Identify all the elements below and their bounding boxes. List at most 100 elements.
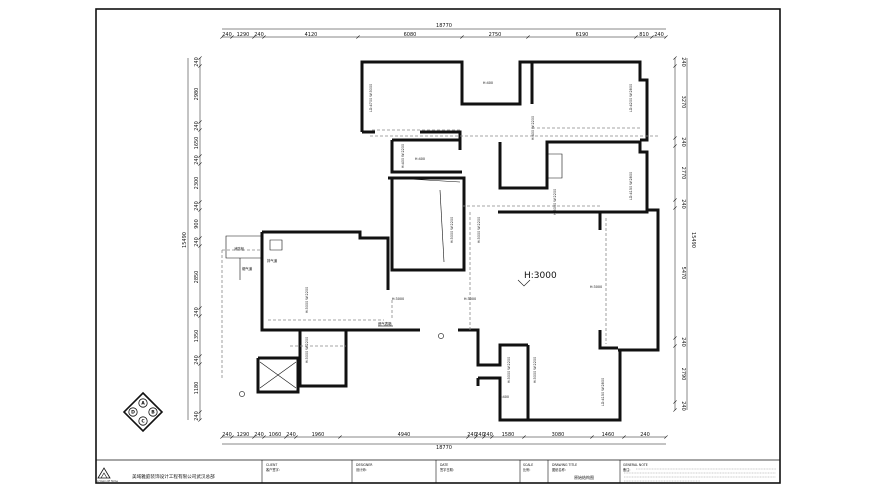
- dimension-left: 15490 240 2980 240 1650 240 2300 240 900 240 2850…: [182, 56, 202, 422]
- dim-overall-right: 15490: [690, 232, 696, 248]
- dim-value: 240: [654, 32, 664, 38]
- room-annotation: H:400: [499, 395, 509, 399]
- dim-value: 240: [194, 237, 200, 247]
- dim-value: 2790: [680, 368, 686, 381]
- dim-value: 240: [194, 355, 200, 365]
- dim-value: 240: [254, 32, 264, 38]
- room-annotation: H:3000 W:2200: [507, 357, 511, 383]
- ceiling-height-label: H:3000: [524, 271, 557, 281]
- dim-value: 240: [194, 57, 200, 67]
- company-name: 美域雅庭装饰设计工程有限公司武汉总部: [132, 473, 215, 480]
- company-logo-icon: [97, 467, 111, 479]
- scale-label-en: SCALE: [523, 463, 533, 467]
- designer-label-en: DESIGNER: [356, 463, 373, 467]
- dim-value: 1650: [194, 137, 200, 150]
- logo-text: A Vision Of Home: [97, 480, 118, 483]
- dim-value: 2300: [194, 177, 200, 190]
- compass-d: D: [131, 410, 135, 416]
- general-note-text-lines: [624, 468, 776, 482]
- drawing-title-value: 原始结构图: [574, 474, 594, 480]
- dimension-right: 15490 240 3270 240 2770 240 5470 240 2790 240: [673, 56, 696, 412]
- dim-value: 1580: [502, 432, 515, 438]
- dim-value: 240: [483, 432, 493, 438]
- dim-value: 240: [640, 432, 650, 438]
- date-label-en: DATE: [440, 463, 448, 467]
- dim-value: 5470: [680, 267, 686, 280]
- general-note-label-en: GENERAL NOTE: [623, 463, 648, 467]
- room-annotation: H:3000: [392, 297, 404, 301]
- scale-label-cn: 比例:: [523, 467, 530, 472]
- ceiling-marker-icon: [517, 279, 531, 287]
- dim-value: 1460: [602, 432, 615, 438]
- room-annotation: H:400 W:2200: [401, 144, 405, 168]
- dim-value: 240: [222, 432, 232, 438]
- dim-value: 240: [194, 201, 200, 211]
- dim-value: 6080: [404, 32, 417, 38]
- dim-overall-top: 18770: [436, 23, 452, 29]
- dim-value: 4940: [398, 432, 411, 438]
- dim-value: 1290: [237, 32, 250, 38]
- dim-value: 240: [286, 432, 296, 438]
- room-annotation: H:400 W:2200: [531, 116, 535, 140]
- title-block: A Vision Of Home 美域雅庭装饰设计工程有限公司武汉总部 CLIE…: [96, 459, 780, 483]
- room-annotation: H:400: [415, 157, 425, 161]
- dim-value: 240: [475, 432, 485, 438]
- dim-value: 240: [680, 137, 686, 147]
- dim-value: 240: [680, 401, 686, 411]
- dim-value: 1350: [194, 330, 200, 343]
- column-marker-icon: [438, 333, 444, 339]
- dim-value: 240: [680, 57, 686, 67]
- column-marker-icon: [239, 391, 245, 397]
- dim-value: 3080: [552, 432, 565, 438]
- dim-value: 240: [194, 121, 200, 131]
- compass-a: A: [141, 401, 145, 407]
- tag-flue-duct: 烟气道: [242, 266, 253, 271]
- dim-value: 810: [639, 32, 649, 38]
- dim-value: 1180: [194, 382, 200, 395]
- dim-value: 240: [194, 411, 200, 421]
- room-annotation: H:3000 W:2200: [477, 217, 481, 243]
- room-annotation: H:400: [483, 81, 493, 85]
- tag-exhaust-duct: 排气道: [267, 258, 278, 263]
- compass-symbol: A D B C: [122, 391, 164, 433]
- dim-value: 3270: [680, 96, 686, 109]
- dim-value: 2980: [194, 88, 200, 101]
- dim-value: 240: [680, 337, 686, 347]
- room-annotation: H:3000: [464, 297, 476, 301]
- dim-value: 900: [194, 219, 200, 229]
- dim-value: 2770: [680, 167, 686, 180]
- dim-value: 2750: [489, 32, 502, 38]
- dim-value: 2850: [194, 271, 200, 284]
- room-annotation: LD:4700 W:3000: [369, 84, 373, 112]
- dim-value: 1060: [269, 432, 282, 438]
- date-label-cn: 签字日期:: [440, 467, 454, 472]
- dim-value: 1960: [312, 432, 325, 438]
- compass-b: B: [151, 410, 155, 416]
- drawing-title-label-en: DRAWING TITLE: [552, 463, 577, 467]
- room-annotation: H:3000 W:2200: [305, 337, 309, 363]
- dim-value: 240: [194, 155, 200, 165]
- client-label-en: CLIENT: [266, 463, 277, 467]
- room-annotation: LD:4150 W:2800: [629, 172, 633, 200]
- dim-value: 4120: [305, 32, 318, 38]
- room-annotation: H:3000 W:2200: [450, 217, 454, 243]
- drawing-title-label-cn: 图纸名称:: [552, 467, 566, 472]
- designer-label-cn: 设计师:: [356, 467, 367, 472]
- room-annotation: LD:4200 W:2800: [629, 84, 633, 112]
- room-annotation: H:3000 W:2200: [553, 189, 557, 215]
- dim-value: 240: [680, 199, 686, 209]
- interior-lines: [221, 127, 660, 389]
- room-annotation: H:3000: [590, 285, 602, 289]
- general-note-label-cn: 备注:: [623, 467, 630, 472]
- dim-value: 6190: [576, 32, 589, 38]
- dim-value: 1290: [237, 432, 250, 438]
- compass-c: C: [141, 419, 145, 425]
- room-annotation: LD:4150 W:2800: [601, 378, 605, 406]
- room-annotation: H:3000 W:2200: [305, 287, 309, 313]
- room-annotation: H:3000 W:2200: [533, 357, 537, 383]
- dim-overall-left: 15490: [182, 232, 188, 248]
